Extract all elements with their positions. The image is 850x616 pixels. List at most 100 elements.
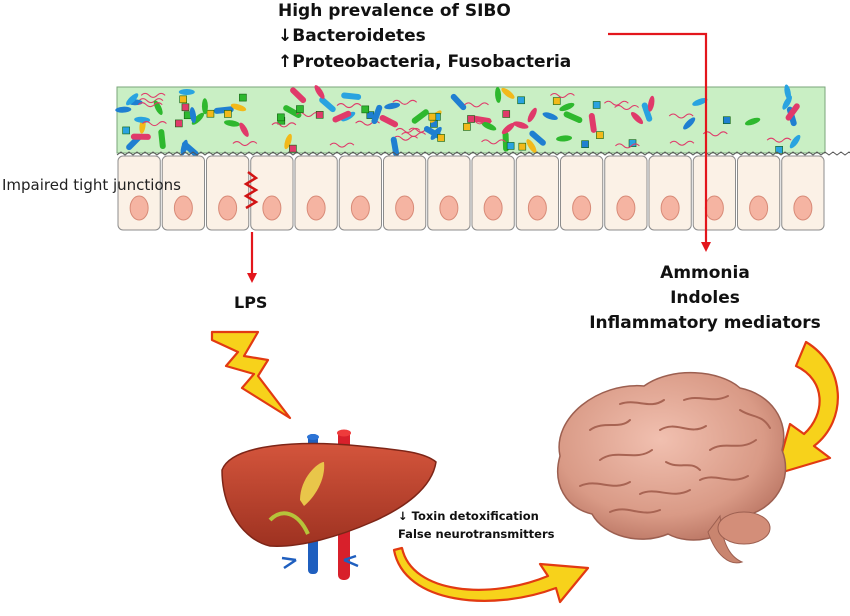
epithelial-cell <box>294 155 338 231</box>
bacterium-spirochete <box>464 102 489 108</box>
bacterium-coccus <box>517 96 525 105</box>
cell-nucleus <box>395 195 415 221</box>
bacterium-coccus <box>722 116 731 125</box>
bacterium-rod <box>314 85 325 99</box>
bacterium-rod <box>512 121 529 129</box>
bacterium-spirochete <box>393 135 418 141</box>
epithelial-cell <box>427 155 471 231</box>
bacterium-rod <box>501 87 515 99</box>
bacterium-rod <box>153 100 163 115</box>
bacterium-coccus <box>224 110 232 118</box>
epithelial-cell <box>383 155 427 231</box>
bacterium-spirochete <box>271 122 297 128</box>
bacterium-chain <box>319 96 336 113</box>
bacterium-spirochete <box>142 121 167 127</box>
epithelial-cell <box>560 155 604 231</box>
metabolite-inflammatory-mediators: Inflammatory mediators <box>589 313 821 333</box>
bacterium-spirochete <box>336 103 362 109</box>
bacterium-coccus <box>361 105 370 114</box>
bacterium-rod <box>178 89 195 96</box>
bacterium-spirochete <box>481 139 506 145</box>
bacterium-coccus <box>122 126 130 135</box>
cell-nucleus <box>129 195 149 221</box>
tight-junctions-label: Impaired tight junctions <box>2 176 181 194</box>
bacterium-rod <box>784 84 791 101</box>
bacterium-chain <box>379 114 399 128</box>
bacterium-coccus <box>428 112 437 121</box>
bacterium-chain <box>332 110 352 123</box>
bacterium-chain <box>341 92 362 100</box>
bacterium-coccus <box>581 140 589 148</box>
bacterium-chain <box>785 103 800 121</box>
bacterium-chain <box>588 113 597 133</box>
bacterium-coccus <box>463 123 471 131</box>
bacterium-rod <box>630 111 644 125</box>
toxin-detox-label: ↓ Toxin detoxification <box>398 509 539 523</box>
bacterium-chain <box>471 115 492 124</box>
bacterium-rod <box>559 102 575 112</box>
bacterium-spirochete <box>668 113 694 119</box>
lps-label: LPS <box>234 293 268 312</box>
bacterium-chain <box>411 109 429 124</box>
bacterium-spirochete <box>604 100 629 106</box>
broken-tight-junction-icon <box>243 171 259 210</box>
bacterium-coccus <box>206 109 215 118</box>
bacterium-spirochete <box>392 99 418 105</box>
cell-nucleus <box>704 195 724 221</box>
epithelial-cells <box>117 155 825 231</box>
bacterium-rod <box>744 117 761 126</box>
bacterium-coccus <box>181 103 190 112</box>
bacterium-coccus <box>289 144 297 153</box>
bacterium-chain <box>371 104 383 124</box>
cell-nucleus <box>660 195 680 221</box>
bacterium-coccus <box>592 101 601 109</box>
metabolite-indoles: Indoles <box>670 288 740 308</box>
bacterium-rod <box>647 95 655 112</box>
bacterium-chain <box>130 133 151 140</box>
epithelial-cell <box>781 155 825 231</box>
bacterium-chain <box>158 129 166 150</box>
bacterium-coccus <box>518 142 527 151</box>
bacterium-spirochete <box>138 98 164 104</box>
bacterium-spirochete <box>615 143 640 149</box>
bacterium-rod <box>384 102 401 110</box>
liver-to-brain-arrow <box>392 546 590 604</box>
bacterium-coccus <box>467 115 475 123</box>
cell-nucleus <box>793 195 813 221</box>
intestinal-lumen <box>115 84 826 157</box>
bacterium-coccus <box>296 105 304 113</box>
bacterium-rod <box>692 98 708 106</box>
bacterium-rod <box>201 98 208 115</box>
cell-nucleus <box>483 195 503 221</box>
bacterium-coccus <box>506 142 515 150</box>
bacterium-rod <box>284 133 292 150</box>
bacterium-coccus <box>502 110 511 118</box>
bacterium-chain <box>290 87 307 104</box>
brain-icon <box>557 371 787 564</box>
bacterium-rod <box>115 106 132 113</box>
bacterium-coccus <box>437 134 445 142</box>
bacteria-cluster <box>115 84 801 157</box>
proteobacteria-label: ↑Proteobacteria, Fusobacteria <box>278 52 572 72</box>
epithelial-cell <box>515 155 559 231</box>
bacterium-coccus <box>277 113 285 122</box>
cell-nucleus <box>218 195 238 221</box>
cell-nucleus <box>749 195 769 221</box>
epithelial-cell <box>692 155 736 231</box>
epithelial-cell <box>117 155 161 231</box>
bacterium-rod <box>683 117 696 130</box>
cell-nucleus <box>350 195 370 221</box>
bacterium-rod <box>481 121 497 131</box>
bacterium-rod <box>495 86 502 103</box>
bacterium-rod <box>189 107 197 124</box>
bacterium-coccus <box>552 97 561 105</box>
bacterium-chain <box>641 102 653 122</box>
bacterium-coccus <box>239 93 247 102</box>
bacterium-rod <box>224 120 240 127</box>
bacterium-spirochete <box>232 141 258 147</box>
cell-nucleus <box>439 195 459 221</box>
bacterium-chain <box>563 111 583 124</box>
bacterium-chain <box>450 93 467 111</box>
bacteroidetes-label: ↓Bacteroidetes <box>278 26 426 46</box>
